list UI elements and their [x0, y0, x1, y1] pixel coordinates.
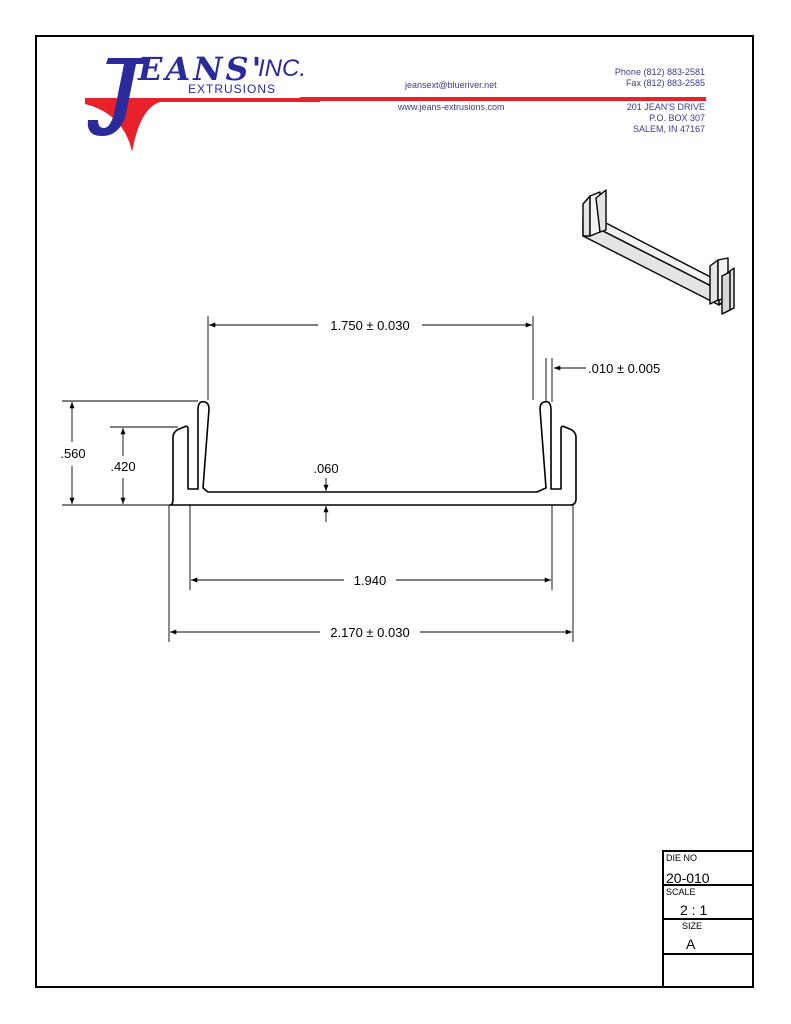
scale-value: 2 : 1 — [680, 902, 708, 918]
size-value: A — [686, 936, 696, 952]
die-no-value: 20-010 — [666, 870, 710, 886]
company-fax: Fax (812) 883-2585 — [625, 78, 705, 88]
channel-profile — [169, 400, 577, 506]
company-phone-fax: Phone (812) 883-2581 Fax (812) 883-2585 — [615, 67, 705, 89]
jeans-logo — [85, 58, 320, 152]
scale-label: SCALE — [666, 887, 696, 897]
title-block-blank — [662, 953, 754, 988]
company-division: EXTRUSIONS — [188, 82, 277, 96]
company-name: EANS' — [138, 50, 265, 88]
company-email: jeansext@blueriver.net — [405, 80, 497, 90]
title-block-scale: SCALE 2 : 1 — [662, 884, 754, 919]
dim-overall-width: 2.170 ± 0.030 — [330, 625, 409, 640]
company-address: 201 JEAN'S DRIVE P.O. BOX 307 SALEM, IN … — [627, 102, 705, 135]
dim-inner-width: 1.750 ± 0.030 — [330, 318, 409, 333]
address-line-1: 201 JEAN'S DRIVE — [626, 102, 705, 112]
title-block-die-no: DIE NO 20-010 — [662, 850, 754, 886]
die-no-label: DIE NO — [666, 853, 698, 863]
dim-inner-span: 1.940 — [354, 573, 387, 588]
isometric-view — [582, 189, 735, 315]
dim-wall-thickness: .060 — [313, 461, 338, 476]
company-suffix: INC. — [258, 55, 306, 82]
logo-red-swoosh — [85, 98, 320, 152]
logo-j-letter — [87, 58, 146, 136]
company-phone: Phone (812) 883-2581 — [614, 67, 705, 77]
address-line-3: SALEM, IN 47167 — [632, 124, 705, 134]
header-red-rule — [300, 97, 706, 101]
dim-lip-gap: .010 ± 0.005 — [588, 361, 660, 376]
dim-overall-height: .560 — [60, 446, 85, 461]
title-block-size: SIZE A — [662, 918, 754, 954]
address-line-2: P.O. BOX 307 — [649, 113, 705, 123]
size-label: SIZE — [682, 921, 703, 931]
drawing-sheet-border — [35, 35, 754, 988]
extension-lines — [62, 316, 574, 642]
dimension-lines — [69, 322, 586, 635]
dim-lip-height: .420 — [110, 459, 135, 474]
company-website: www.jeans-extrusions.com — [398, 102, 505, 112]
